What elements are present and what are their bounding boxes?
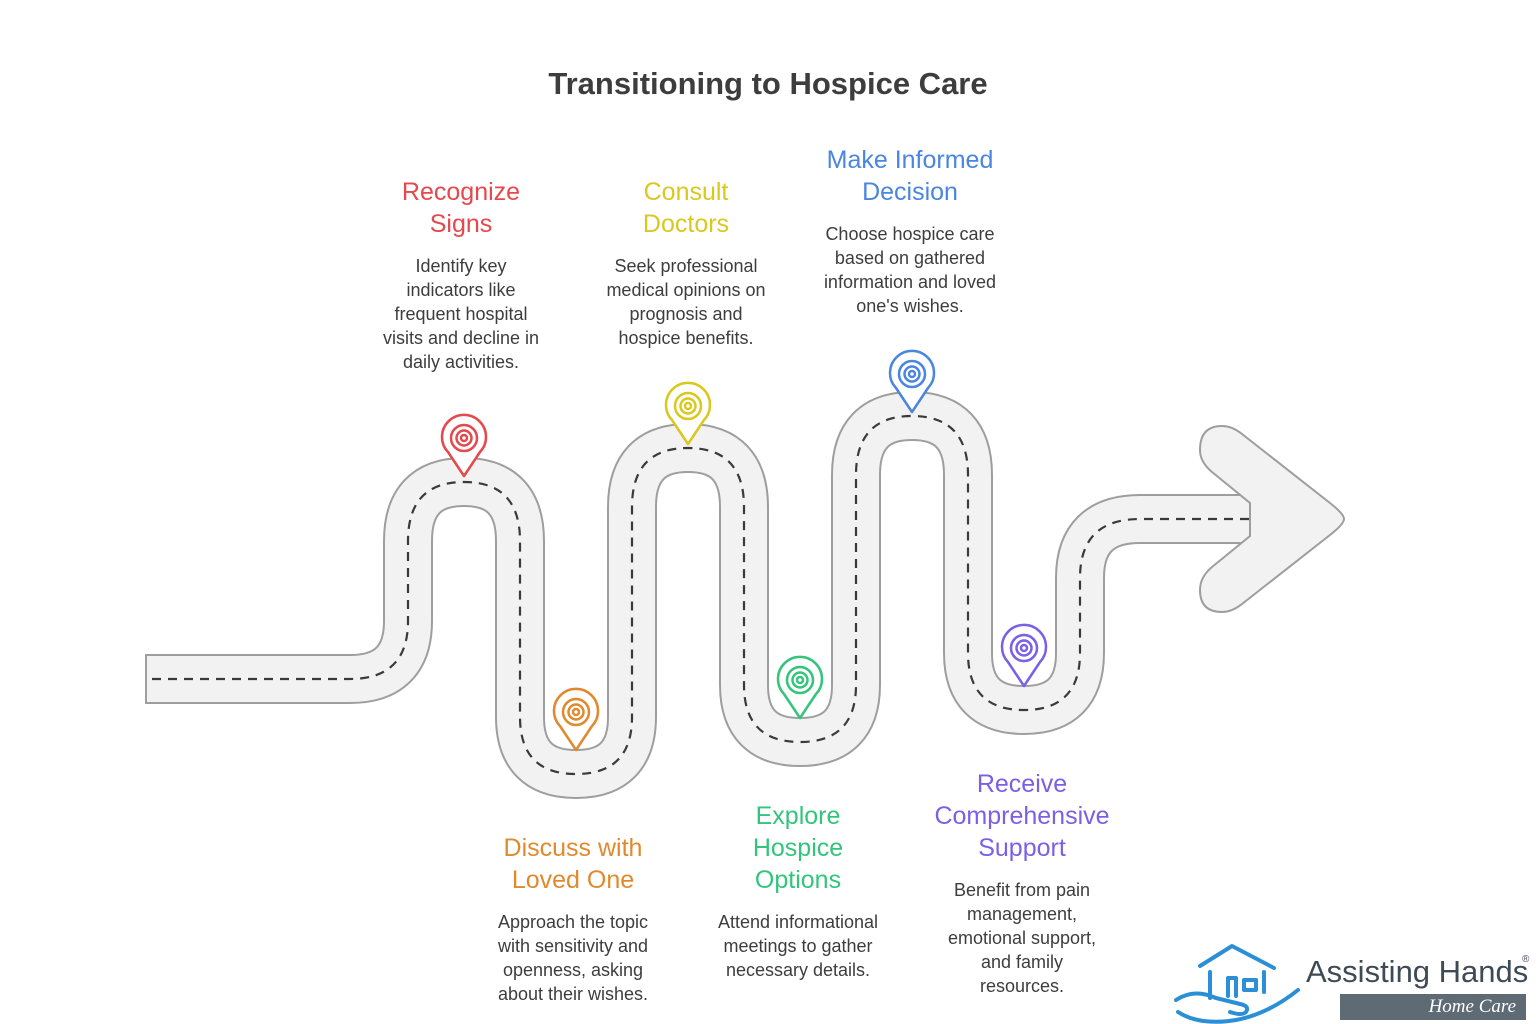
step-explore-hospice-options: Explore Hospice Options Attend informati… — [696, 800, 900, 982]
step-description: Identify key indicators like frequent ho… — [382, 256, 540, 372]
step-title: Receive Comprehensive Support — [934, 770, 1110, 862]
step-receive-comprehensive-support: Receive Comprehensive Support Benefit fr… — [912, 768, 1132, 998]
location-pins — [440, 349, 1048, 752]
step-title: Make Informed Decision — [826, 146, 994, 206]
step-description: Approach the topic with sensitivity and … — [497, 912, 649, 1004]
step-make-informed-decision: Make Informed Decision Choose hospice ca… — [800, 144, 1020, 318]
location-pin-icon — [552, 687, 600, 752]
logo-registered-mark: ® — [1522, 954, 1530, 965]
logo-subtitle: Home Care — [1340, 994, 1526, 1020]
step-title: Explore Hospice Options — [752, 802, 844, 894]
winding-road — [145, 391, 1346, 799]
step-discuss-with-loved-one: Discuss with Loved One Approach the topi… — [466, 832, 680, 1006]
location-pin-icon — [1000, 623, 1048, 688]
logo-name: Assisting Hands — [1306, 954, 1529, 989]
house-in-hand-icon — [1174, 944, 1300, 1024]
step-title: Discuss with Loved One — [503, 834, 643, 894]
location-pin-icon — [664, 381, 712, 446]
location-pin-icon — [776, 655, 824, 720]
road-surface — [147, 393, 1252, 797]
arrow-right-icon — [1198, 424, 1346, 614]
location-pin-icon — [440, 413, 488, 478]
company-logo: Assisting Hands ® Home Care — [1170, 940, 1536, 1024]
page-title: Transitioning to Hospice Care — [548, 66, 988, 101]
location-pin-icon — [888, 349, 936, 414]
step-title: Consult Doctors — [642, 178, 730, 238]
step-description: Choose hospice care based on gathered in… — [823, 224, 997, 316]
step-description: Seek professional medical opinions on pr… — [606, 256, 766, 348]
step-description: Benefit from pain management, emotional … — [947, 880, 1097, 996]
step-description: Attend informational meetings to gather … — [717, 912, 879, 980]
step-consult-doctors: Consult Doctors Seek professional medica… — [583, 176, 789, 350]
step-recognize-signs: Recognize Signs Identify key indicators … — [361, 176, 561, 374]
step-title: Recognize Signs — [401, 178, 521, 238]
